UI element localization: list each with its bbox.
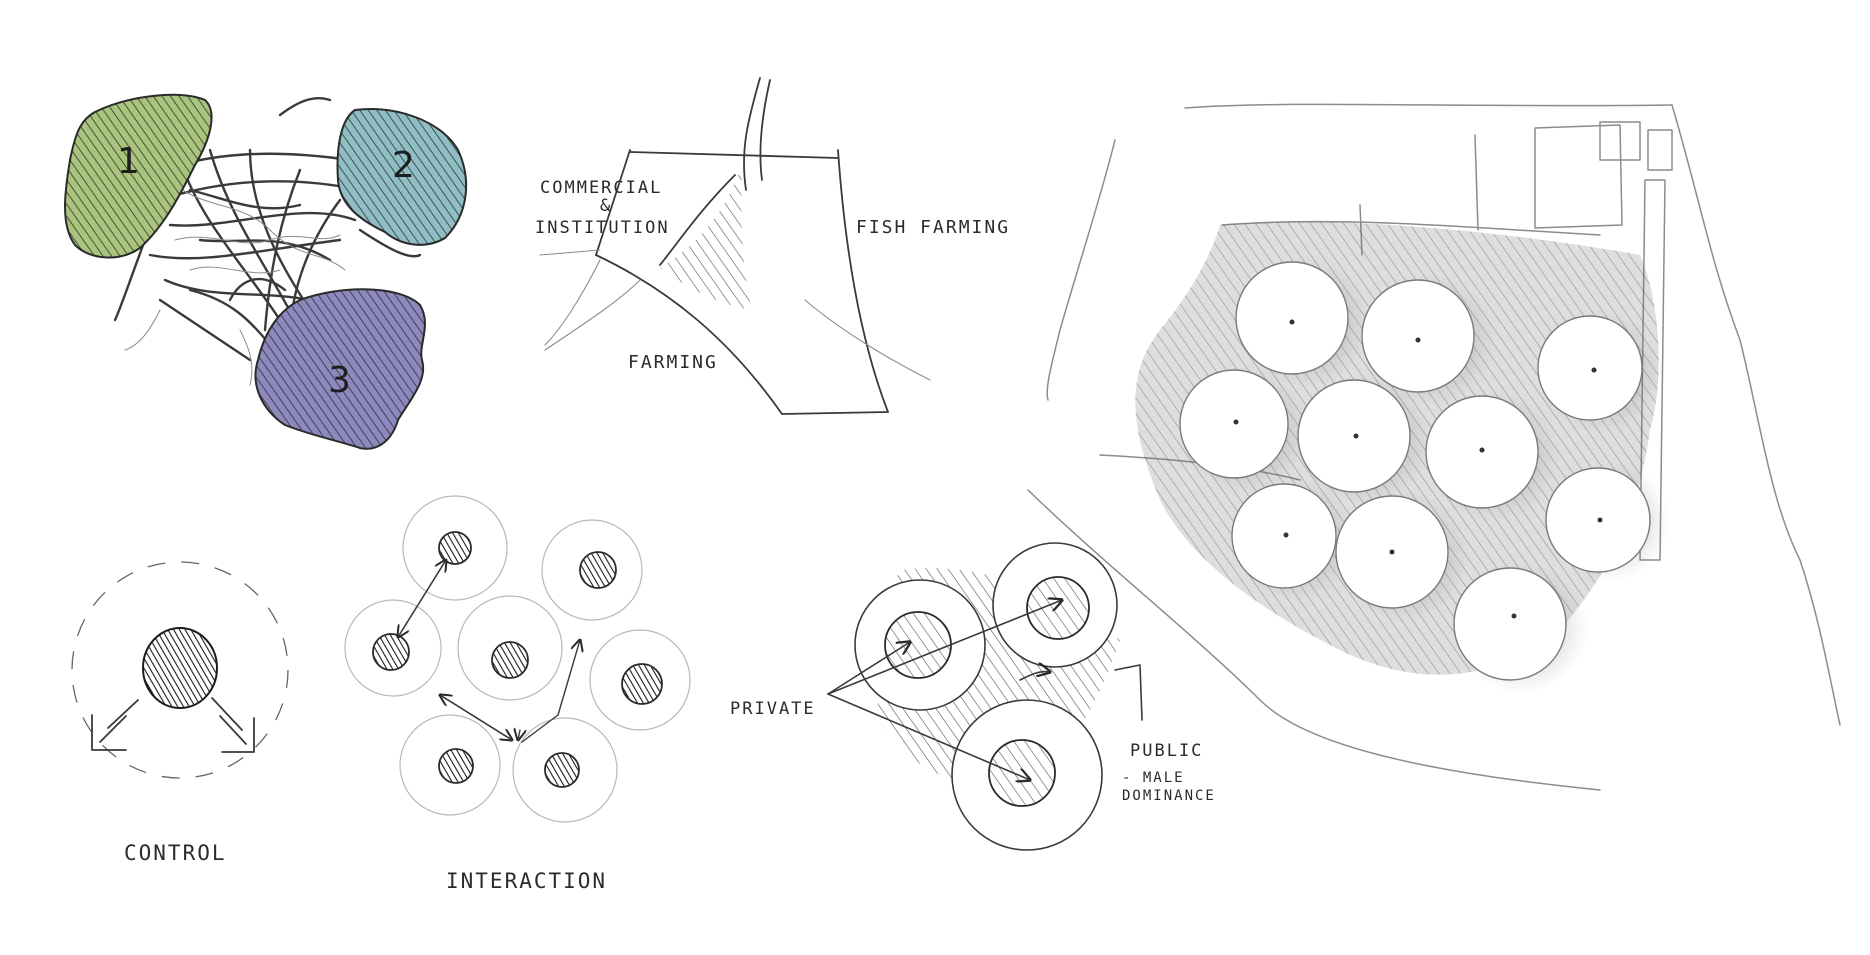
land-use-boundaries (595, 77, 889, 415)
label-male-line1: - MALE (1122, 770, 1185, 786)
courtyard (1361, 274, 1496, 406)
interaction-arrows (398, 560, 580, 743)
private-pointer-arrows (827, 600, 1143, 780)
control-core (142, 627, 218, 709)
courtyard (1179, 366, 1309, 494)
site-plan-sketch (1027, 103, 1841, 791)
control-arrow-left (91, 699, 139, 751)
land-use-guide-lines (539, 249, 931, 381)
courtyard (1297, 374, 1432, 506)
interaction-cores (372, 531, 663, 788)
label-fish-farming: FISH FARMING (856, 217, 1010, 238)
label-male-line2: DOMINANCE (1122, 788, 1216, 804)
label-interaction: INTERACTION (446, 869, 607, 893)
control-diagram: CONTROL (71, 561, 289, 865)
courtyard (1231, 478, 1356, 602)
control-arrow-right (211, 697, 255, 753)
privacy-diagram: PRIVATE PUBLIC - MALE DOMINANCE (730, 542, 1216, 851)
courtyard (1537, 310, 1662, 434)
label-institution: INSTITUTION (535, 218, 670, 238)
courtyard (1335, 490, 1470, 622)
zone-3-hatching (255, 289, 425, 449)
site-outline (1027, 103, 1841, 791)
label-farming: FARMING (628, 352, 718, 373)
zone-2-hatching (337, 109, 467, 245)
land-use-diagram: COMMERCIAL & INSTITUTION FISH FARMING FA… (535, 77, 1010, 415)
label-private: PRIVATE (730, 699, 816, 719)
interaction-rings (344, 495, 691, 823)
courtyard (1453, 562, 1588, 694)
label-ampersand: & (600, 196, 612, 216)
zone-1-hatching (65, 94, 212, 258)
network-fine-lines (124, 179, 346, 386)
land-use-hatched-area (660, 165, 752, 310)
courtyard (1545, 462, 1670, 582)
zone-network-diagram: 1 2 3 (64, 93, 468, 450)
zone-2-label: 2 (392, 145, 415, 186)
control-territory-ring (71, 561, 289, 779)
interaction-diagram: INTERACTION (344, 495, 691, 893)
zone-1-label: 1 (117, 141, 140, 182)
zone-3-label: 3 (328, 360, 351, 401)
label-control: CONTROL (124, 841, 227, 865)
courtyard-clusters (1179, 256, 1670, 694)
courtyard (1235, 256, 1371, 388)
courtyard (1425, 390, 1560, 522)
label-public: PUBLIC (1130, 741, 1203, 761)
label-commercial: COMMERCIAL (540, 178, 662, 198)
